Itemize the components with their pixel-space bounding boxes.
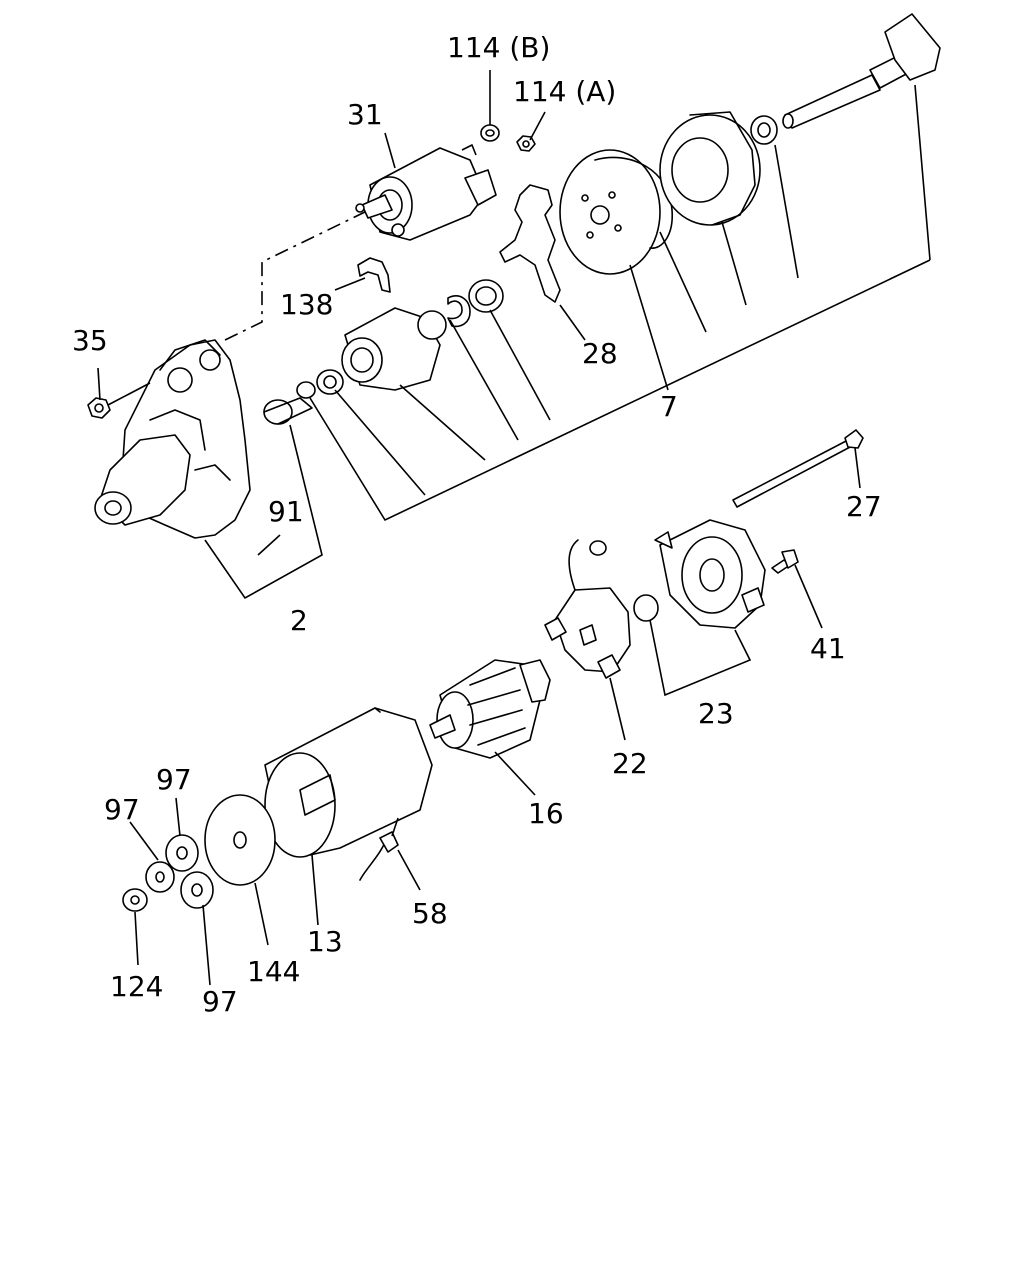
label-41: 41 xyxy=(810,632,846,665)
nut-35 xyxy=(87,397,111,419)
label-138: 138 xyxy=(280,288,333,321)
label-28: 28 xyxy=(582,337,618,370)
lead-wire-58 xyxy=(359,831,399,881)
planetary-gears-97 xyxy=(145,834,214,909)
screw-41 xyxy=(771,549,799,574)
label-23: 23 xyxy=(698,697,734,730)
shaft-and-washer xyxy=(750,13,941,145)
label-58: 58 xyxy=(412,897,448,930)
front-housing xyxy=(94,339,251,539)
drive-components xyxy=(263,279,504,425)
label-7: 7 xyxy=(660,390,678,423)
label-2: 2 xyxy=(290,604,308,637)
through-bolt-27 xyxy=(732,429,864,508)
label-91: 91 xyxy=(268,495,304,528)
nut-114b xyxy=(480,124,500,142)
plate-7 xyxy=(559,149,673,275)
armature-16 xyxy=(429,659,551,759)
label-124: 124 xyxy=(110,970,163,1003)
label-114b: 114 (B) xyxy=(447,31,550,64)
label-35: 35 xyxy=(72,324,108,357)
retainer-138 xyxy=(357,257,391,293)
label-97-bottom: 97 xyxy=(202,985,238,1018)
gear-housing xyxy=(659,111,761,226)
solenoid-31 xyxy=(355,144,497,241)
label-31: 31 xyxy=(347,98,383,131)
yoke-13 xyxy=(264,707,433,858)
shift-lever-28 xyxy=(499,184,561,303)
label-22: 22 xyxy=(612,747,648,780)
label-114a: 114 (A) xyxy=(513,75,616,108)
disc-144 xyxy=(204,794,276,886)
washer-124 xyxy=(122,888,148,912)
rear-cover-23 xyxy=(633,519,766,629)
label-97-left: 97 xyxy=(104,793,140,826)
label-16: 16 xyxy=(528,797,564,830)
label-144: 144 xyxy=(247,955,300,988)
label-97-top: 97 xyxy=(156,763,192,796)
nut-114a xyxy=(516,135,536,152)
part-labels: 114 (B) 114 (A) 31 138 35 28 7 91 2 27 4… xyxy=(72,31,882,1018)
label-13: 13 xyxy=(307,925,343,958)
leader-lines xyxy=(97,70,931,986)
label-27: 27 xyxy=(846,490,882,523)
brush-holder-22 xyxy=(544,539,631,679)
